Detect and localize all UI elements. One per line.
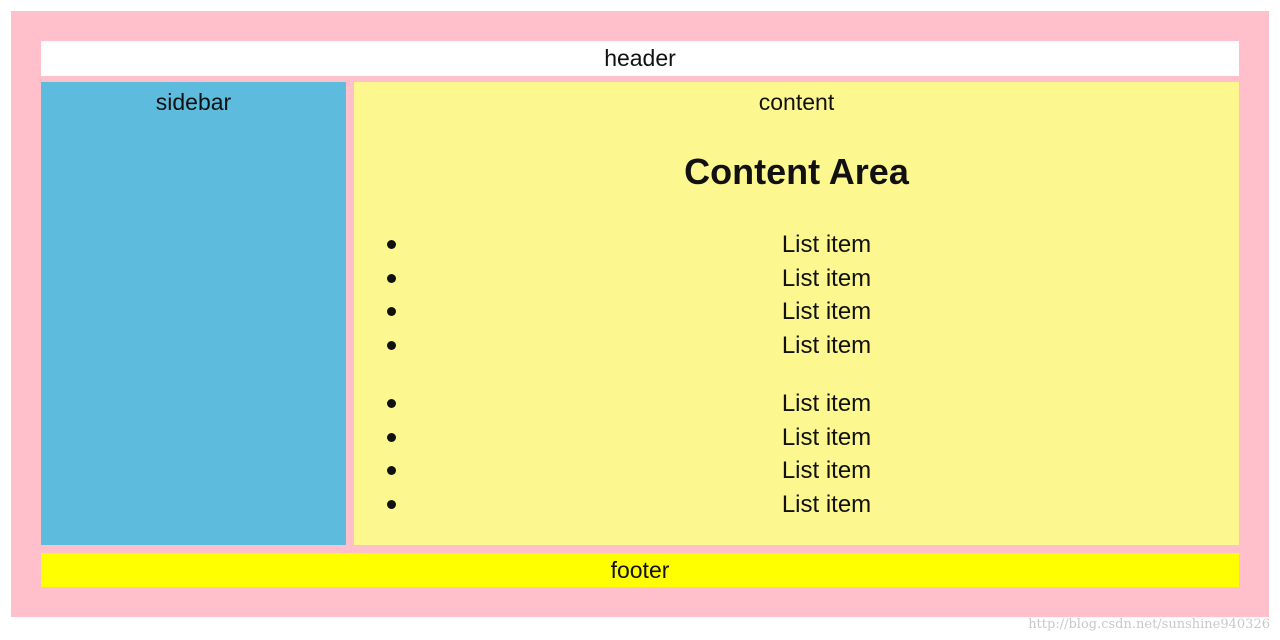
sidebar-label: sidebar <box>155 89 232 115</box>
content-area: content Content Area List item List item… <box>354 82 1239 545</box>
bullet-icon <box>387 340 396 350</box>
list-item: List item <box>354 295 1239 329</box>
list-item-text: List item <box>781 331 872 359</box>
list-item-text: List item <box>781 490 872 518</box>
bullet-icon <box>387 432 396 442</box>
list-item: List item <box>354 488 1239 522</box>
header-label: header <box>604 45 676 71</box>
footer: footer <box>41 553 1239 587</box>
sidebar: sidebar <box>41 82 346 545</box>
bullet-icon <box>387 466 396 476</box>
list-item: List item <box>354 454 1239 488</box>
bullet-icon <box>387 499 396 509</box>
list-item-text: List item <box>781 231 872 258</box>
list-item: List item <box>354 329 1239 363</box>
list-item-text: List item <box>781 457 872 485</box>
bullet-icon <box>387 307 396 317</box>
header: header <box>41 41 1239 76</box>
watermark: http://blog.csdn.net/sunshine940326 <box>1028 617 1270 632</box>
bullet-icon <box>387 399 396 408</box>
page-container: header sidebar content Content Area List… <box>11 11 1269 617</box>
list-item-text: List item <box>781 264 872 292</box>
list-item: List item <box>354 262 1239 296</box>
list-item: List item <box>354 387 1239 421</box>
list-group-1: List item List item List item List item <box>354 228 1239 362</box>
content-label: content <box>758 89 835 115</box>
list-item-text: List item <box>781 390 872 417</box>
bullet-icon <box>387 273 396 283</box>
list-group-2: List item List item List item List item <box>354 387 1239 521</box>
list-item-text: List item <box>781 423 872 451</box>
content-title: Content Area <box>684 151 909 192</box>
list-item: List item <box>354 421 1239 455</box>
footer-label: footer <box>610 557 670 583</box>
list-item: List item <box>354 228 1239 262</box>
bullet-icon <box>387 240 396 249</box>
list-item-text: List item <box>781 298 872 326</box>
